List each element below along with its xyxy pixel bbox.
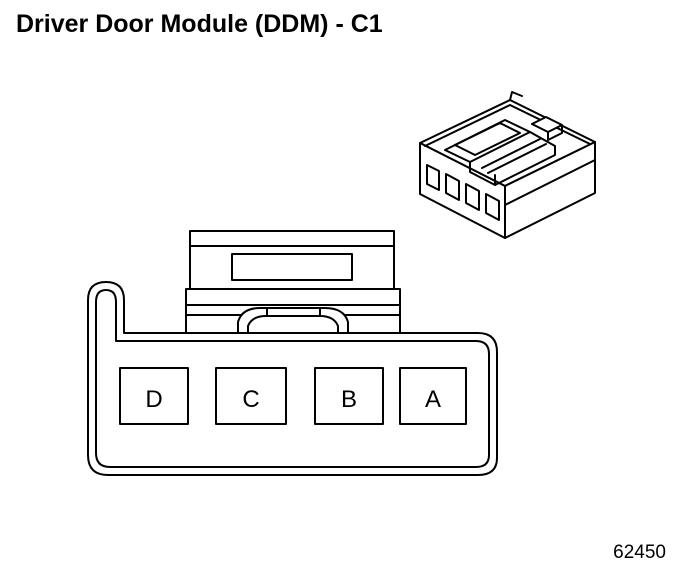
terminal-c: C [215,367,287,425]
pin-label-d: D [145,386,162,413]
terminal-d: D [119,367,189,425]
connector-isometric-view [419,91,596,239]
cavity-d [119,367,189,425]
pin-label-a: A [425,386,441,413]
terminal-cavities: D C B A [119,367,467,425]
connector-face-view [87,230,498,476]
cavity-b [314,367,384,425]
pin-label-b: B [341,386,357,413]
pin-label-c: C [242,386,259,413]
connector-body [87,281,498,476]
cavity-a [399,367,467,425]
latch-window [231,253,353,281]
cavity-c [215,367,287,425]
terminal-b: B [314,367,384,425]
terminal-a: A [399,367,467,425]
diagram-title: Driver Door Module (DDM) - C1 [16,10,383,38]
figure-number: 62450 [613,542,666,563]
isometric-cavities [426,164,500,221]
